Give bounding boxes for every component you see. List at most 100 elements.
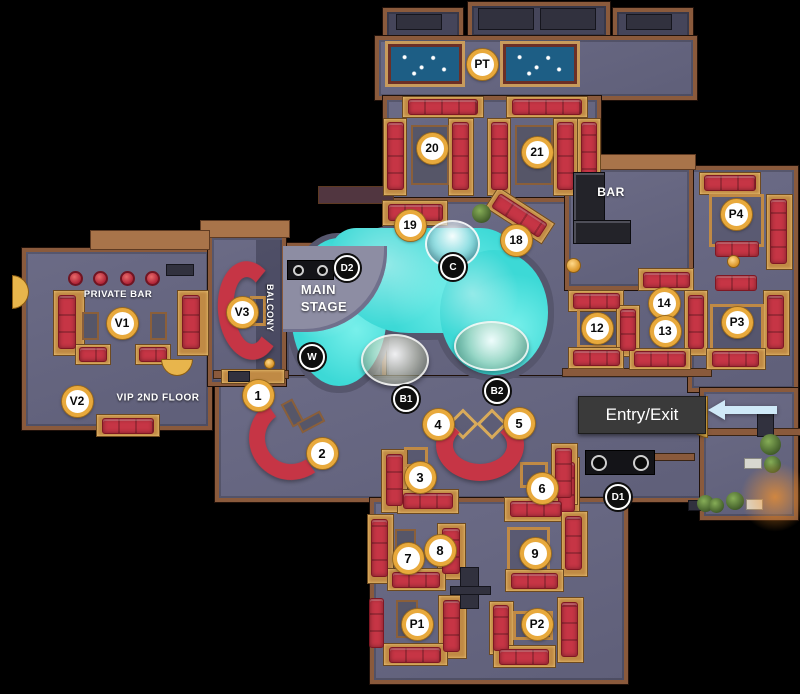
- label-main-stage: MAIN STAGE: [300, 282, 348, 314]
- turntable-icon: [293, 264, 304, 276]
- label-bar: BAR: [597, 185, 625, 200]
- badge-4[interactable]: 4: [422, 408, 454, 440]
- sofa: [688, 295, 704, 349]
- roof: [90, 230, 210, 250]
- table: [82, 312, 99, 340]
- shelf: [540, 8, 596, 30]
- table: [150, 312, 167, 340]
- sofa: [493, 605, 509, 651]
- sofa: [403, 493, 453, 509]
- badge-12[interactable]: 12: [581, 312, 613, 344]
- sofa: [555, 448, 572, 498]
- badge-2[interactable]: 2: [306, 437, 338, 469]
- badge-1[interactable]: 1: [242, 379, 274, 411]
- sofa: [182, 295, 200, 349]
- sofa: [491, 122, 508, 190]
- badge-21[interactable]: 21: [521, 136, 553, 168]
- plant: [760, 434, 781, 455]
- sofa: [139, 347, 167, 362]
- sofa: [371, 519, 388, 577]
- sofa: [79, 347, 107, 362]
- sofa: [620, 309, 636, 351]
- badge-v3[interactable]: V3: [226, 296, 258, 328]
- badge-3[interactable]: 3: [404, 461, 436, 493]
- badge-8[interactable]: 8: [424, 534, 456, 566]
- sofa: [512, 99, 582, 115]
- label-vip-2nd-floor: VIP 2ND FLOOR: [116, 392, 200, 404]
- pool-table: [503, 44, 577, 84]
- wall: [653, 453, 695, 461]
- sofa: [767, 295, 784, 349]
- roof: [200, 220, 290, 238]
- sofa: [389, 647, 441, 663]
- sofa: [561, 602, 578, 657]
- sofa: [715, 275, 757, 291]
- badge-14[interactable]: 14: [648, 287, 680, 319]
- sofa: [511, 573, 558, 589]
- badge-v2[interactable]: V2: [61, 385, 93, 417]
- badge-d2[interactable]: D2: [334, 255, 360, 281]
- turntable-icon: [317, 264, 328, 276]
- badge-w[interactable]: W: [299, 344, 325, 370]
- badge-6[interactable]: 6: [526, 472, 558, 504]
- round-table: [566, 258, 581, 273]
- light-glow: [740, 462, 800, 532]
- badge-v1[interactable]: V1: [106, 307, 138, 339]
- label-private-bar: PRIVATE BAR: [83, 288, 153, 300]
- sofa: [408, 99, 478, 115]
- arrow-shaft: [725, 406, 777, 414]
- sofa: [452, 122, 469, 190]
- round-table: [727, 255, 740, 268]
- shelf: [396, 14, 442, 30]
- shelf: [228, 371, 250, 382]
- plant: [472, 204, 491, 223]
- balcony-strip: [256, 240, 282, 380]
- badge-b2[interactable]: B2: [484, 378, 510, 404]
- badge-7[interactable]: 7: [392, 542, 424, 574]
- bar-counter: [573, 172, 605, 226]
- sofa: [443, 600, 460, 652]
- sofa: [369, 598, 384, 648]
- sofa: [386, 454, 403, 506]
- sofa: [102, 418, 154, 434]
- shelf: [450, 586, 491, 595]
- shelf: [166, 264, 194, 276]
- badge-13[interactable]: 13: [649, 315, 681, 347]
- plant: [709, 498, 724, 513]
- badge-b1[interactable]: B1: [393, 386, 419, 412]
- sofa: [573, 293, 620, 309]
- sofa: [770, 199, 787, 264]
- bar-counter: [573, 220, 631, 244]
- bar-stool: [145, 271, 160, 286]
- badge-p2[interactable]: P2: [521, 608, 553, 640]
- badge-5[interactable]: 5: [503, 407, 535, 439]
- sofa: [557, 122, 574, 190]
- turntable-icon: [591, 454, 607, 471]
- sofa: [58, 295, 76, 349]
- pool-table: [388, 44, 462, 84]
- sofa: [712, 351, 759, 367]
- badge-p3[interactable]: P3: [721, 306, 753, 338]
- badge-20[interactable]: 20: [416, 132, 448, 164]
- shelf: [478, 8, 534, 30]
- dj-booth: [585, 450, 655, 475]
- round-table: [264, 358, 275, 369]
- badge-9[interactable]: 9: [519, 537, 551, 569]
- arrow-head-icon: [708, 400, 725, 420]
- badge-c[interactable]: C: [440, 254, 466, 280]
- sofa: [392, 572, 440, 588]
- badge-p4[interactable]: P4: [720, 198, 752, 230]
- sofa: [499, 649, 549, 665]
- sofa: [715, 241, 759, 257]
- sofa: [387, 122, 404, 190]
- sofa: [565, 516, 582, 570]
- badge-pt[interactable]: PT: [466, 48, 498, 80]
- badge-p1[interactable]: P1: [401, 608, 433, 640]
- sofa: [573, 350, 620, 366]
- badge-19[interactable]: 19: [394, 209, 426, 241]
- entry-exit-sign: Entry/Exit: [578, 396, 706, 434]
- pool-bed: [361, 334, 429, 386]
- badge-18[interactable]: 18: [500, 224, 532, 256]
- badge-d1[interactable]: D1: [605, 484, 631, 510]
- bar-stool: [68, 271, 83, 286]
